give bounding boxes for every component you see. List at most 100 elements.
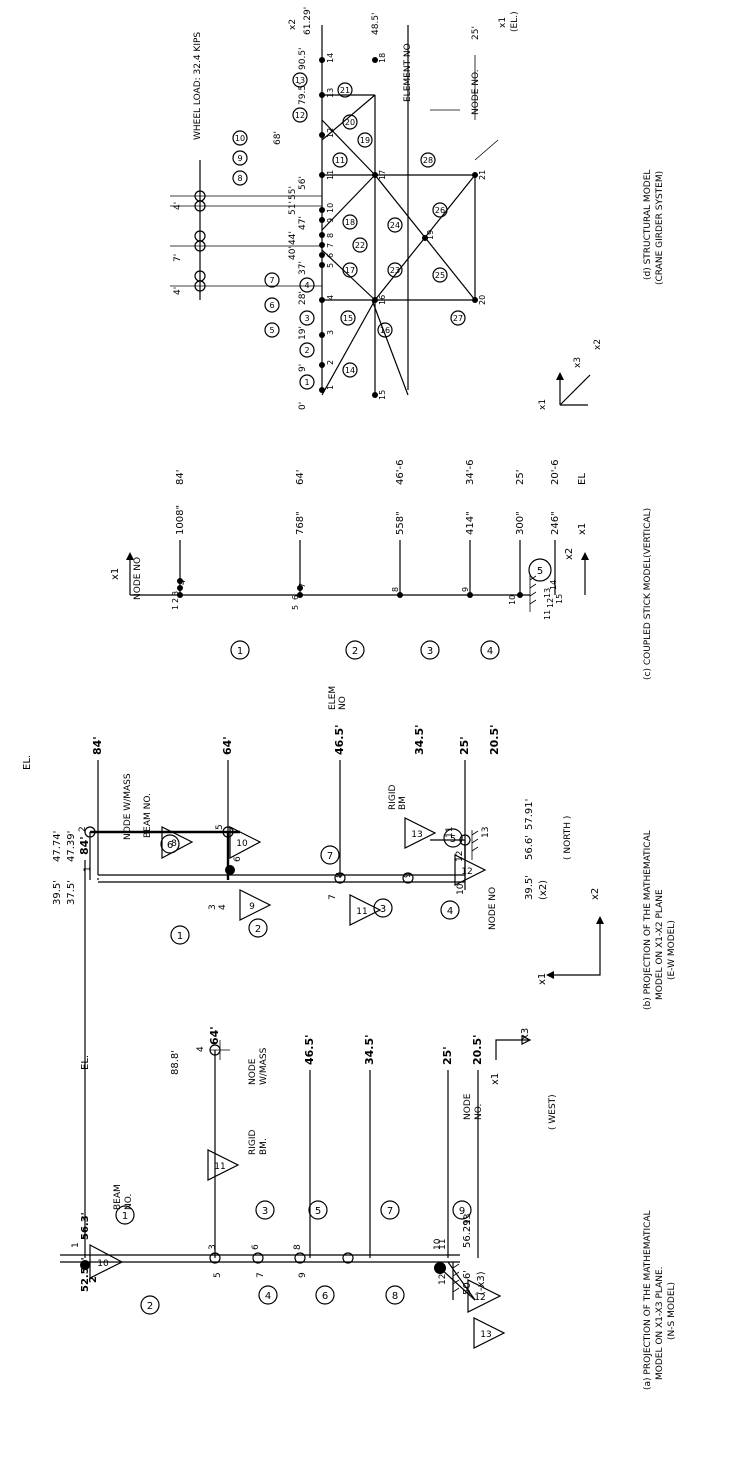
wheel-load: WHEEL LOAD: 32.4 KIPS	[193, 32, 203, 140]
tdim-8: 51'	[288, 201, 298, 215]
rigid-a-1: BM.	[259, 1138, 269, 1155]
node-no-c: NODE NO	[133, 557, 143, 600]
beam-b-num-6: 6	[167, 840, 173, 851]
node-no-b: NODE NO	[488, 887, 498, 930]
elev-b-2: 46.5'	[333, 724, 346, 755]
node-b-4n: 4	[218, 904, 228, 910]
node-a-6n: 6	[251, 1244, 261, 1250]
element-no-d: ELEMENT NO	[403, 43, 413, 102]
elem-d-2: 2	[304, 346, 309, 355]
panel-c: 1008" 768" 558" 414" 300" 246" 84' 64' 4…	[110, 460, 653, 710]
caption-b-0: (b) PROJECTION OF THE MATHEMATICAL	[643, 830, 653, 1010]
node-c-14: 14	[549, 580, 558, 590]
caption-d-1: (CRANE GIRDER SYSTEM)	[655, 171, 665, 285]
elev-c-1: 768"	[295, 511, 306, 535]
node-b-10n: 10	[456, 883, 466, 895]
elem-d-20: 20	[345, 118, 355, 127]
elem-d-4: 4	[304, 281, 309, 290]
tnode-1: 1	[326, 385, 335, 390]
elem-c-num-2: 2	[352, 646, 358, 657]
bnode-19: 19	[426, 230, 435, 240]
axis-b-x1: x1	[537, 973, 548, 985]
beam-a-num-1: 1	[122, 1211, 128, 1222]
dim-a-top-1: 56.3'	[80, 1212, 91, 1240]
node-b-2n: 2	[78, 826, 88, 832]
node-c-8: 8	[391, 587, 400, 592]
elev-a-4: 25'	[441, 1046, 454, 1065]
beam-a-num-9: 9	[459, 1206, 465, 1217]
rigid-b-12: 12	[461, 867, 472, 877]
dim-b-bot-2: 56.6'	[524, 835, 535, 860]
tdim-13: 90.5'	[298, 47, 308, 70]
elem-d-18: 18	[345, 218, 355, 227]
bnode-20: 20	[478, 295, 487, 305]
west-a: ( WEST)	[548, 1094, 558, 1130]
rigid-b-10: 10	[236, 839, 248, 849]
elem-d-16: 16	[380, 326, 390, 335]
panel-b: 84' 64' 46.5' 34.5' 25' 20.5' EL. 39.5' …	[22, 724, 677, 1010]
beam-b-num-2: 2	[255, 924, 261, 935]
elem-d-27: 27	[453, 314, 463, 323]
elem-d-12: 12	[295, 111, 305, 120]
tnode-4: 4	[326, 295, 335, 300]
tdim-9: 55'	[288, 186, 298, 200]
spacing-d-1: 7'	[173, 254, 183, 262]
elev-b-1: 64'	[221, 736, 234, 755]
elev-a-5: 20.5'	[471, 1034, 484, 1065]
node-b-7n: 7	[328, 894, 338, 900]
beam-b-num-5: 5	[450, 834, 456, 845]
elem-d-23: 23	[390, 266, 400, 275]
elem-d-6: 6	[269, 301, 274, 310]
elem-d-9: 9	[237, 154, 242, 163]
dim-b-top-3: 47.39'	[66, 831, 77, 862]
feet-c-1: 64'	[295, 470, 306, 485]
node-a-1: NO.	[474, 1104, 484, 1120]
elev-b-5: 20.5'	[488, 724, 501, 755]
axis-b-x2: x2	[590, 888, 601, 900]
beam-a-num-4: 4	[265, 1291, 271, 1302]
tnode-14: 14	[326, 53, 335, 63]
tdim-0: 0'	[298, 402, 308, 410]
node-c-4: 4	[178, 580, 187, 585]
feet-c-4: 25'	[515, 470, 526, 485]
node-a-12n: 12	[438, 1274, 448, 1285]
beam-b-num-3: 3	[380, 904, 386, 915]
tnode-3: 3	[326, 330, 335, 335]
node-a-9n: 9	[298, 1272, 308, 1278]
elem-d-14: 14	[345, 366, 355, 375]
tdim-2: 19'	[298, 326, 308, 340]
node-c-6: 6	[291, 595, 300, 600]
beam-a-num-6: 6	[322, 1291, 328, 1302]
tdim-11: 68'	[273, 131, 283, 145]
node-b-1n: 1	[83, 866, 93, 872]
spacing-d-2: 4'	[173, 202, 183, 210]
elem-d-7: 7	[269, 276, 274, 285]
beam-a-num-7: 7	[387, 1206, 393, 1217]
elem-d-15: 15	[343, 314, 353, 323]
elev-b-3: 34.5'	[413, 724, 426, 755]
node-a-13n: 13	[463, 1214, 473, 1225]
node-c-11: 11	[543, 610, 552, 620]
beam-a-num-8: 8	[392, 1291, 398, 1302]
bnode-21: 21	[478, 170, 487, 180]
node-c-13: 13	[543, 588, 552, 598]
elem-d-21: 21	[340, 86, 350, 95]
elem-d-1: 1	[304, 378, 309, 387]
node-mass-a-1: W/MASS	[259, 1047, 269, 1085]
dim-b-bot-3: 57.91'	[524, 799, 535, 830]
bnode-16: 16	[378, 295, 387, 305]
tdim-6: 44'	[288, 231, 298, 245]
beam-b-num-7: 7	[327, 851, 333, 862]
el-c: EL	[577, 473, 588, 485]
feet-c-3: 34'-6	[465, 460, 476, 485]
elev-a-1: 64'	[208, 1026, 221, 1045]
tnode-8: 8	[326, 233, 335, 238]
dim-a-mass: 88.8'	[170, 1050, 181, 1075]
axis-d-x2: x2	[593, 339, 603, 350]
tnode-13: 13	[326, 88, 335, 98]
node-c-2: 2	[171, 598, 180, 603]
elem-d-10: 10	[235, 134, 245, 143]
node-b-12n: 12	[455, 851, 465, 862]
rigid-b-1: BM	[398, 796, 408, 810]
tdim-10: 56'	[298, 176, 308, 190]
